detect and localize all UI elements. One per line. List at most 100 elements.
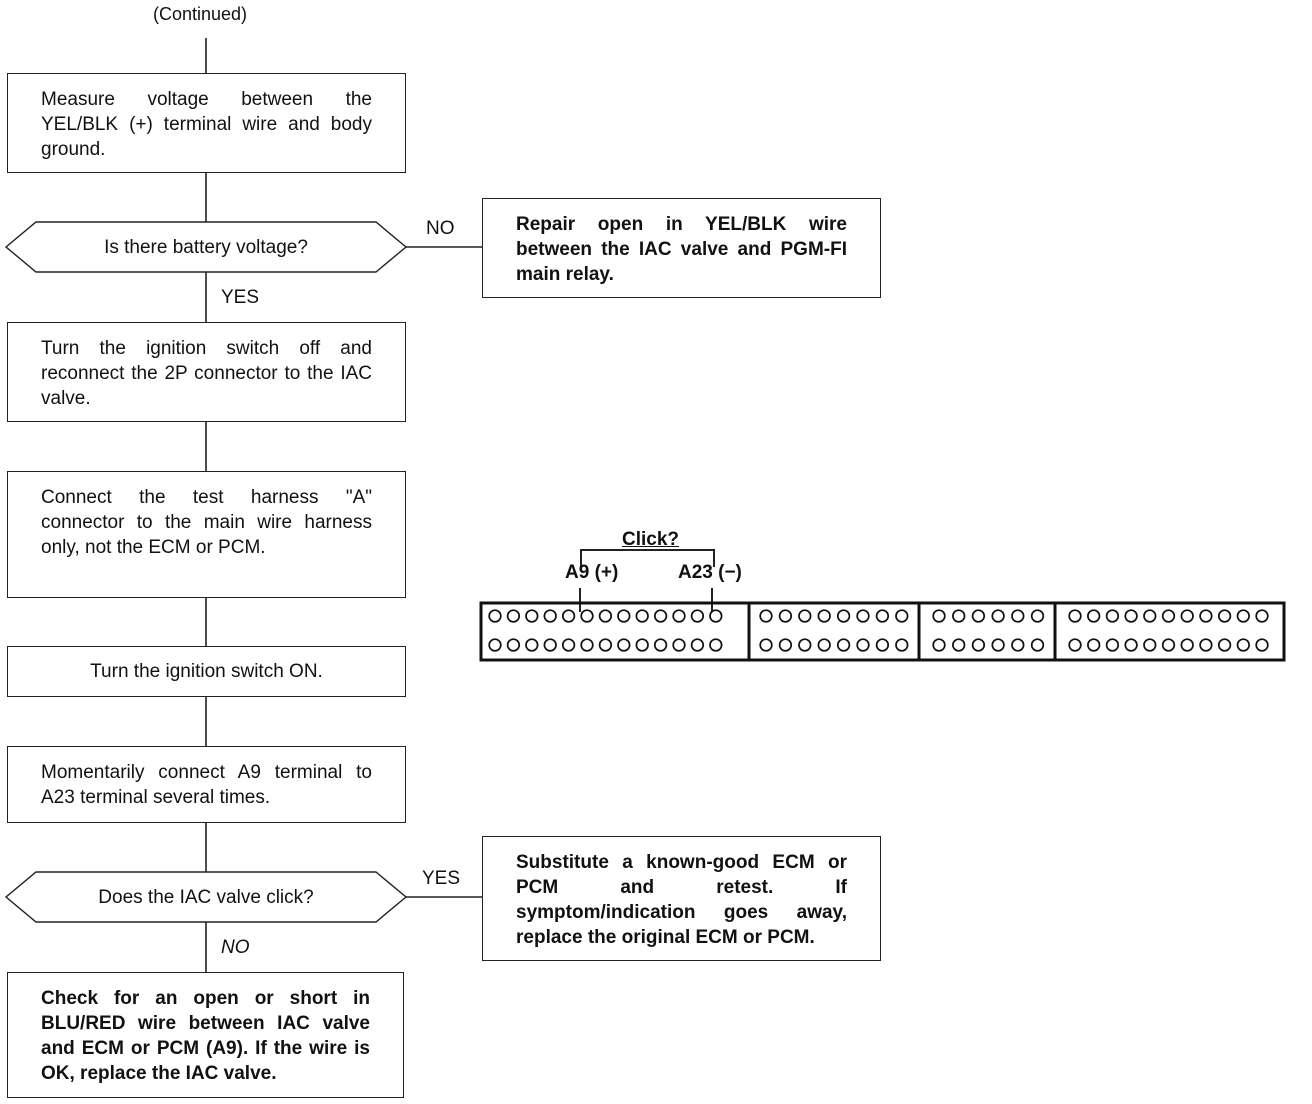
connector-pin <box>817 609 831 623</box>
connector-pin <box>932 609 946 623</box>
connector-pin <box>836 609 851 623</box>
step-momentary-connect: Momentarily connect A9 terminal to A23 t… <box>7 746 406 823</box>
step-check-open-short: Check for an open or short in BLU/RED wi… <box>7 972 404 1098</box>
step-ignition-on: Turn the ignition switch ON. <box>7 646 406 697</box>
connector-pin <box>580 609 594 623</box>
connector-pin <box>525 609 539 623</box>
connector-pin <box>672 609 686 623</box>
connector-pin <box>690 609 705 623</box>
decision-iac-click: Does the IAC valve click? <box>98 887 314 908</box>
connector-pin <box>1030 638 1045 652</box>
connector-pin <box>991 609 1005 623</box>
connector-pin <box>798 609 812 623</box>
step-text: Momentarily connect A9 terminal to A23 t… <box>41 762 372 808</box>
connector-pin <box>1068 638 1082 652</box>
connector-pin <box>543 638 557 652</box>
connector-pin <box>1161 609 1176 623</box>
connector-pin <box>778 638 793 652</box>
connector-pin <box>506 609 521 623</box>
connector-pin <box>653 638 668 652</box>
connector-pin <box>759 638 773 652</box>
step-turn-ignition-off: Turn the ignition switch off and reconne… <box>7 322 406 422</box>
branch-label-no: NO <box>221 937 250 958</box>
connector-pin <box>1180 609 1194 623</box>
connector-pin <box>598 609 613 623</box>
connector-pin <box>1255 609 1269 623</box>
step-connect-test-harness: Connect the test harness "A" connector t… <box>7 471 406 598</box>
connector-pin <box>875 638 890 652</box>
connector-pin <box>1087 609 1101 623</box>
branch-label-no: NO <box>426 218 455 239</box>
click-label: Click? <box>622 529 680 550</box>
connector-pin <box>709 638 723 652</box>
connector-pin <box>561 609 576 623</box>
connector-pin <box>598 638 613 652</box>
connector-pin <box>971 638 986 652</box>
connector-pin <box>895 638 909 652</box>
connector-pin <box>1011 609 1025 623</box>
connector-pin <box>971 609 986 623</box>
connector-pin <box>1236 609 1250 623</box>
connector-pin <box>488 638 502 652</box>
outcome-text: Repair open in YEL/BLK wire between the … <box>516 214 847 285</box>
connector-pin <box>525 638 539 652</box>
connector-pin <box>709 609 723 623</box>
connector-pin <box>1011 638 1025 652</box>
step-text: Connect the test harness "A" connector t… <box>41 487 372 558</box>
connector-pin <box>690 638 705 652</box>
connector-pin <box>895 609 909 623</box>
connector-pin <box>672 638 686 652</box>
connector-pin <box>1087 638 1101 652</box>
connector-pin <box>580 638 594 652</box>
step-text: Check for an open or short in BLU/RED wi… <box>41 988 370 1084</box>
connector-pin <box>561 638 576 652</box>
outcome-substitute-ecm: Substitute a known-good ECM or PCM and r… <box>482 836 881 961</box>
connector-outline <box>479 601 1286 662</box>
connector-pin <box>875 609 890 623</box>
connector-pin <box>836 638 851 652</box>
connector-pin <box>1030 609 1045 623</box>
connector-pin <box>798 638 812 652</box>
step-text: Turn the ignition switch ON. <box>90 661 323 682</box>
decision-shape-click <box>4 871 408 923</box>
connector-pin <box>817 638 831 652</box>
connector-pin <box>1180 638 1194 652</box>
connector-pin <box>1143 609 1157 623</box>
connector-pin <box>635 638 649 652</box>
connector-pin <box>1105 638 1120 652</box>
step-text: Measure voltage between the YEL/BLK (+) … <box>41 89 372 160</box>
connector-pin <box>1199 609 1213 623</box>
connector-pin <box>1124 638 1138 652</box>
connector-pin <box>1105 609 1120 623</box>
step-text: Turn the ignition switch off and reconne… <box>41 338 372 409</box>
a9-terminal-label: A9 (+) <box>565 562 619 583</box>
connector-pin <box>856 638 870 652</box>
connector-pin <box>991 638 1005 652</box>
connector-pin <box>1143 638 1157 652</box>
connector-pin <box>856 609 870 623</box>
branch-label-yes: YES <box>422 868 461 889</box>
a23-terminal-label: A23 (−) <box>678 562 742 583</box>
connector-pin <box>1217 638 1232 652</box>
connector-pin <box>1124 609 1138 623</box>
outcome-repair-open: Repair open in YEL/BLK wire between the … <box>482 198 881 298</box>
connector-pin <box>543 609 557 623</box>
connector-pin <box>653 609 668 623</box>
step-measure-voltage: Measure voltage between the YEL/BLK (+) … <box>7 73 406 173</box>
outcome-text: Substitute a known-good ECM or PCM and r… <box>516 852 847 948</box>
click-bracket <box>580 549 715 567</box>
connector-pin <box>1068 609 1082 623</box>
branch-label-yes: YES <box>221 287 260 308</box>
connector-pin <box>778 609 793 623</box>
connector-pin <box>952 638 966 652</box>
connector-pin <box>488 609 502 623</box>
continued-header: (Continued) <box>153 4 248 24</box>
connector-pin <box>1161 638 1176 652</box>
connector-pin <box>932 638 946 652</box>
ecm-connector <box>479 601 1286 662</box>
connector-pin <box>617 609 631 623</box>
connector-pin <box>1217 609 1232 623</box>
connector-pin <box>1199 638 1213 652</box>
connector-pin <box>759 609 773 623</box>
connector-pin <box>617 638 631 652</box>
